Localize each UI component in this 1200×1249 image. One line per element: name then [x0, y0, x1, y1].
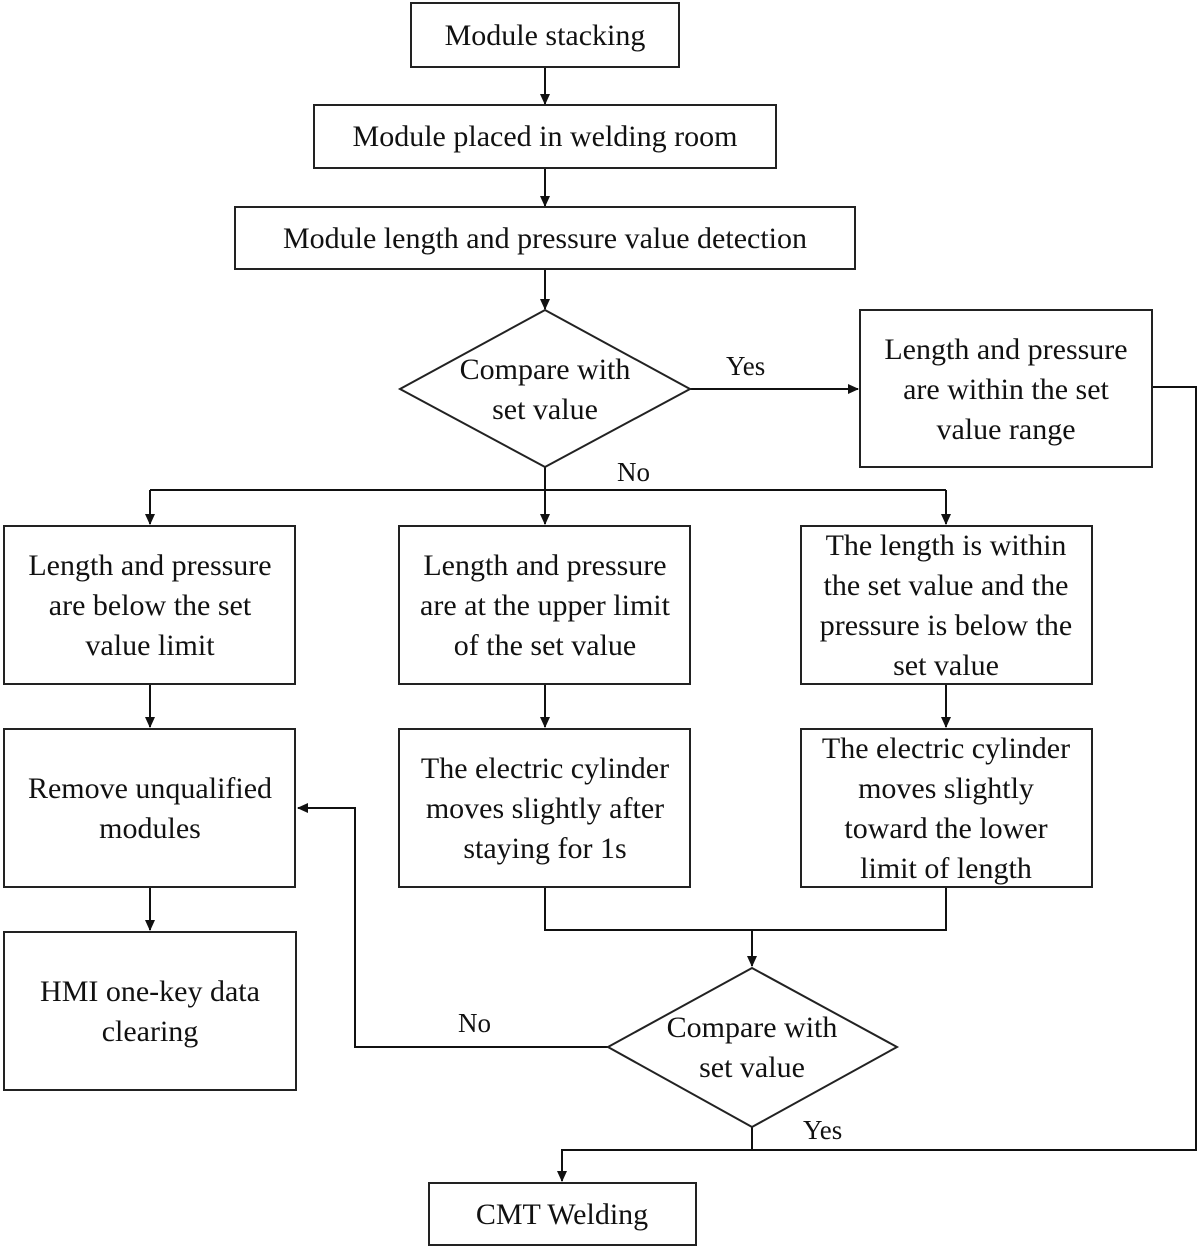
- node-cylinder-1: The electric cylinder moves slightly afte…: [398, 728, 691, 888]
- decision-compare-1: Compare with set value: [397, 308, 693, 469]
- node-upper-limit: Length and pressure are at the upper limi…: [398, 525, 691, 685]
- text-line: modules: [99, 812, 201, 845]
- text-line: the set value and the: [824, 569, 1069, 602]
- label-no-2: No: [458, 1008, 491, 1038]
- text-line: The length is within: [826, 529, 1067, 562]
- text-line: value limit: [85, 629, 215, 662]
- node-cmt-welding: CMT Welding: [428, 1182, 697, 1246]
- text-line: limit of length: [860, 852, 1032, 885]
- text-line: set value: [893, 649, 999, 682]
- text-line: set value: [492, 393, 598, 426]
- node-below-limit: Length and pressure are below the set valu…: [3, 525, 296, 685]
- text-line: Length and pressure: [423, 549, 666, 582]
- node-text: Module length and pressure value detecti…: [283, 222, 807, 255]
- arrow-to-cmt: [557, 1149, 752, 1182]
- text-line: Length and pressure: [28, 549, 271, 582]
- text-line: The electric cylinder: [421, 752, 669, 785]
- text-line: Module stacking: [445, 19, 646, 52]
- label-no-1: No: [617, 457, 650, 487]
- text-line: CMT Welding: [476, 1198, 648, 1231]
- text-line: of the set value: [454, 629, 636, 662]
- arrow-compare2-no: [297, 803, 608, 1048]
- node-detection: Module length and pressure value detecti…: [234, 206, 856, 270]
- text-line: are within the set: [903, 373, 1109, 406]
- node-text: The electric cylinder moves slightly afte…: [421, 752, 669, 865]
- arrow-merge-cylinders: [544, 887, 947, 931]
- text-line: Remove unqualified: [28, 772, 272, 805]
- text-line: clearing: [102, 1015, 199, 1048]
- text-line: HMI one-key data: [40, 975, 260, 1008]
- node-text: CMT Welding: [476, 1198, 648, 1231]
- label-yes-1: Yes: [726, 351, 765, 381]
- text-line: toward the lower: [844, 812, 1047, 845]
- node-cylinder-2: The electric cylinder moves slightly towar…: [800, 728, 1093, 888]
- text-line: pressure is below the: [820, 609, 1072, 642]
- node-text: Remove unqualified modules: [28, 772, 272, 845]
- node-module-stacking: Module stacking: [410, 2, 680, 68]
- text-line: Module length and pressure value detecti…: [283, 222, 807, 255]
- text-line: moves slightly: [858, 772, 1034, 805]
- node-module-placed: Module placed in welding room: [313, 104, 777, 169]
- text-line: value range: [936, 413, 1075, 446]
- decision-text: Compare with set value: [667, 1011, 838, 1084]
- node-within-range: Length and pressure are within the set val…: [859, 309, 1153, 468]
- text-line: Compare with: [667, 1011, 838, 1044]
- connectors: [145, 67, 1197, 1182]
- node-text: Length and pressure are at the upper limi…: [420, 549, 671, 662]
- arrow-within-return: [752, 386, 1197, 1151]
- node-text: Module placed in welding room: [353, 120, 738, 153]
- node-remove-unqualified: Remove unqualified modules: [3, 728, 296, 888]
- node-text: The electric cylinder moves slightly towar…: [822, 732, 1070, 885]
- label-yes-2: Yes: [803, 1115, 842, 1145]
- decision-text: Compare with set value: [460, 353, 631, 426]
- node-text: HMI one-key data clearing: [40, 975, 260, 1048]
- node-length-within: The length is within the set value and th…: [800, 525, 1093, 685]
- node-text: Length and pressure are within the set val…: [884, 333, 1127, 446]
- text-line: moves slightly after: [426, 792, 664, 825]
- text-line: set value: [699, 1051, 805, 1084]
- node-text: Length and pressure are below the set valu…: [28, 549, 271, 662]
- node-text: Module stacking: [445, 19, 646, 52]
- text-line: Compare with: [460, 353, 631, 386]
- text-line: Length and pressure: [884, 333, 1127, 366]
- node-text: The length is within the set value and th…: [820, 529, 1072, 682]
- text-line: The electric cylinder: [822, 732, 1070, 765]
- text-line: are below the set: [49, 589, 252, 622]
- decision-compare-2: Compare with set value: [605, 966, 900, 1129]
- text-line: staying for 1s: [463, 832, 626, 865]
- text-line: are at the upper limit: [420, 589, 671, 622]
- node-hmi-clearing: HMI one-key data clearing: [3, 931, 297, 1091]
- text-line: Module placed in welding room: [353, 120, 738, 153]
